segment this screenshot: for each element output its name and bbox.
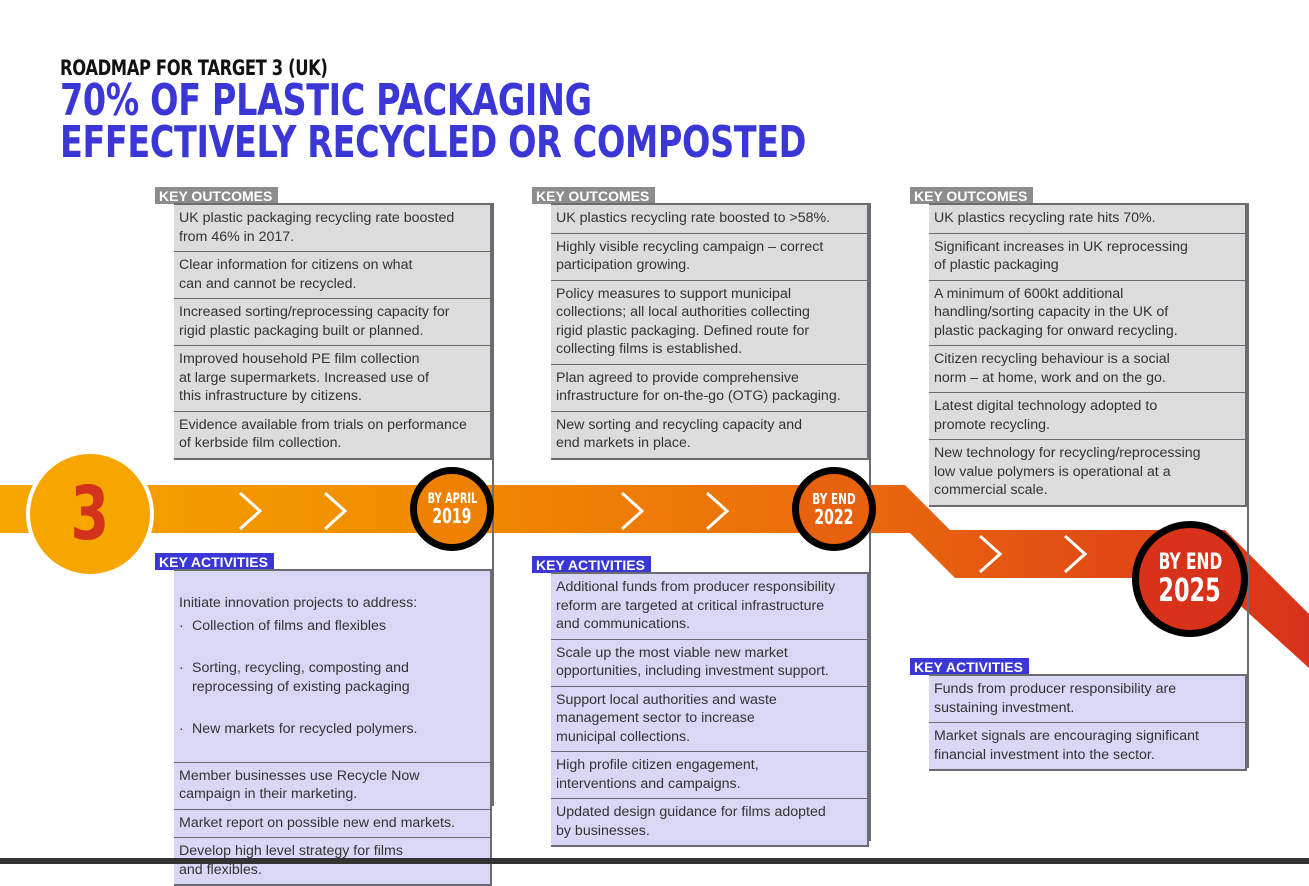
chevron-right-icon: [238, 491, 263, 531]
milestone-line-1: BY END: [812, 489, 856, 508]
outcome-item: Evidence available from trials on perfor…: [179, 416, 467, 452]
outcome-item: Latest digital technology adopted to pro…: [929, 393, 1245, 440]
milestone-line-1: BY END: [1158, 550, 1222, 575]
outcome-item: Citizen recycling behaviour is a social …: [929, 346, 1245, 393]
stage-1-activities: Initiate innovation projects to address:…: [174, 569, 492, 886]
target-number: 3: [70, 471, 110, 557]
activity-item: Updated design guidance for films adopte…: [556, 804, 826, 839]
stage-2-outcomes: UK plastics recycling rate boosted to >5…: [551, 203, 869, 460]
activity-item: Member businesses use Recycle Now campai…: [174, 763, 490, 810]
activity-bullet: New markets for recycled polymers.: [179, 720, 486, 739]
milestone-line-2: 2025: [1158, 571, 1222, 609]
outcome-item: UK plastic packaging recycling rate boos…: [174, 205, 490, 252]
chevron-right-icon: [705, 491, 730, 531]
outcome-item: UK plastics recycling rate boosted to >5…: [551, 205, 867, 234]
stage-2-activities: Additional funds from producer responsib…: [551, 572, 869, 847]
activity-item: Additional funds from producer responsib…: [551, 574, 867, 640]
key-activities-label: KEY ACTIVITIES: [532, 556, 651, 573]
chevron-right-icon: [620, 491, 645, 531]
outcome-item: Increased sorting/reprocessing capacity …: [174, 299, 490, 346]
milestone-2019: BY APRIL 2019: [410, 467, 494, 551]
outcome-item: Improved household PE film collection at…: [174, 346, 490, 412]
activity-item: High profile citizen engagement, interve…: [551, 752, 867, 799]
activity-bullet: Sorting, recycling, composting and repro…: [179, 659, 486, 696]
outcome-item: Highly visible recycling campaign – corr…: [551, 234, 867, 281]
page-title: 70% OF PLASTIC PACKAGING EFFECTIVELY REC…: [60, 75, 807, 168]
key-activities-label: KEY ACTIVITIES: [910, 658, 1029, 675]
activity-item: Scale up the most viable new market oppo…: [551, 640, 867, 687]
title-line-2: EFFECTIVELY RECYCLED OR COMPOSTED: [60, 117, 807, 168]
chevron-right-icon: [1063, 534, 1088, 574]
outcome-item: Significant increases in UK reprocessing…: [929, 234, 1245, 281]
milestone-2022: BY END 2022: [792, 467, 876, 551]
chevron-right-icon: [323, 491, 348, 531]
road-path: [0, 485, 1309, 668]
activity-bullet: Collection of films and flexibles: [179, 617, 486, 636]
outcome-item: A minimum of 600kt additional handling/s…: [929, 281, 1245, 346]
stage-3-frame: [929, 203, 1249, 768]
bottom-border: [0, 858, 1309, 864]
milestone-line-2: 2022: [814, 504, 854, 529]
chevron-right-icon: [978, 534, 1003, 574]
stage-3-activities: Funds from producer responsibility are s…: [929, 674, 1247, 771]
title-line-1: 70% OF PLASTIC PACKAGING: [60, 75, 592, 126]
milestone-2025: BY END 2025: [1132, 521, 1248, 637]
key-outcomes-label: KEY OUTCOMES: [910, 187, 1034, 204]
milestone-line-1: BY APRIL: [427, 491, 477, 507]
outcome-item: UK plastics recycling rate hits 70%.: [929, 205, 1245, 234]
roadmap-subtitle: ROADMAP FOR TARGET 3 (UK): [60, 56, 328, 80]
stage-3-outcomes: UK plastics recycling rate hits 70%. Sig…: [929, 203, 1247, 507]
roadmap-road: [0, 485, 1309, 668]
activity-item: Support local authorities and waste mana…: [551, 687, 867, 752]
outcome-item: Plan agreed to provide comprehensive inf…: [551, 365, 867, 412]
key-activities-label: KEY ACTIVITIES: [155, 553, 274, 570]
key-outcomes-label: KEY OUTCOMES: [155, 187, 279, 204]
activity-item: Initiate innovation projects to address:…: [174, 571, 490, 763]
outcome-item: New technology for recycling/reprocessin…: [934, 445, 1201, 498]
outcome-item: Policy measures to support municipal col…: [551, 281, 867, 365]
outcome-item: Clear information for citizens on what c…: [174, 252, 490, 299]
activity-intro: Initiate innovation projects to address:: [179, 594, 418, 611]
activity-item: Funds from producer responsibility are s…: [929, 676, 1245, 723]
outcome-item: New sorting and recycling capacity and e…: [556, 416, 803, 452]
activity-item: Market signals are encouraging significa…: [934, 728, 1199, 763]
activity-item: Market report on possible new end market…: [174, 810, 490, 838]
stage-1-outcomes: UK plastic packaging recycling rate boos…: [174, 203, 492, 460]
key-outcomes-label: KEY OUTCOMES: [532, 187, 656, 204]
target-number-badge: 3: [26, 450, 154, 578]
milestone-line-2: 2019: [432, 504, 472, 528]
